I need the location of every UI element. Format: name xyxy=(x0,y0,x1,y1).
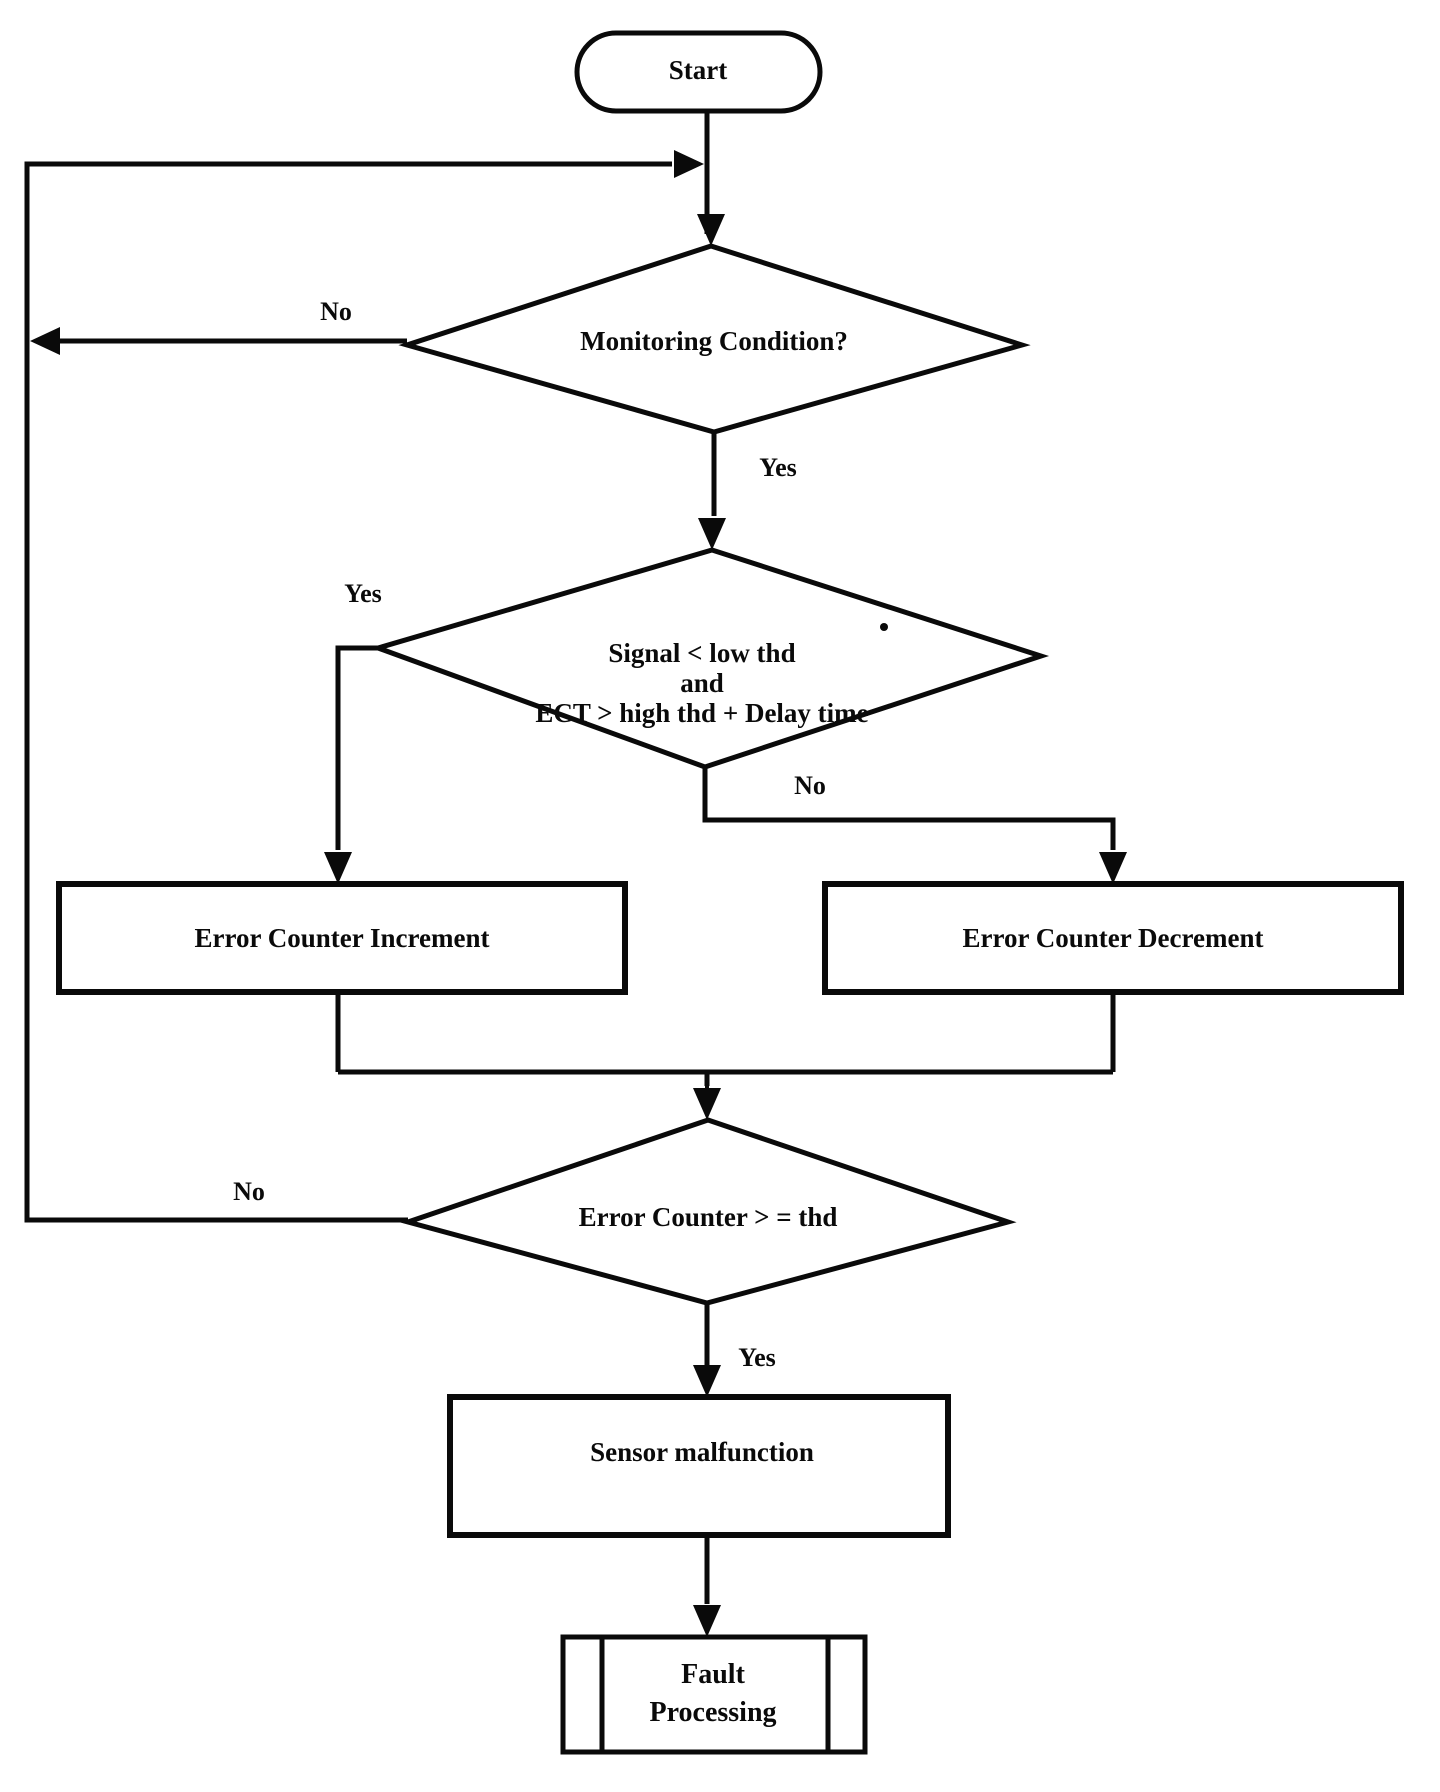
monitoring-label: Monitoring Condition? xyxy=(580,326,848,356)
scan-dot-artifact xyxy=(880,623,888,631)
edge-feedback-rail xyxy=(24,161,672,1223)
arrowhead-into-fault xyxy=(693,1605,721,1637)
process-malfunction xyxy=(447,1394,951,1538)
signal-label-line1: Signal < low thd xyxy=(608,638,796,668)
signal-no-label: No xyxy=(794,771,826,800)
signal-label-line3: ECT > high thd + Delay time xyxy=(535,698,869,728)
arrowhead-monitoring-no xyxy=(30,327,60,355)
arrowhead-into-decrement xyxy=(1099,852,1127,884)
arrowhead-into-counter xyxy=(693,1088,721,1120)
predefined-fault-processing xyxy=(560,1634,868,1755)
process-increment xyxy=(56,881,628,995)
edge-signal-no xyxy=(702,767,1116,850)
arrowhead-into-main-line xyxy=(674,150,704,178)
start-node xyxy=(574,30,823,114)
malfunction-label: Sensor malfunction xyxy=(590,1437,814,1467)
increment-label: Error Counter Increment xyxy=(194,923,490,953)
monitoring-yes-label: Yes xyxy=(759,453,797,482)
counter-no-label: No xyxy=(233,1177,265,1206)
predefined-fault-side-bars xyxy=(599,1637,831,1752)
fault-label-line2: Processing xyxy=(649,1697,777,1728)
start-label: Start xyxy=(668,55,728,85)
monitoring-no-label: No xyxy=(320,297,352,326)
edge-merge xyxy=(335,992,1116,1086)
arrowhead-into-malfunction xyxy=(693,1365,721,1397)
fault-label-line1: Fault xyxy=(681,1659,745,1690)
arrowhead-into-monitoring xyxy=(697,214,725,246)
signal-yes-label: Yes xyxy=(344,579,382,608)
edge-signal-yes xyxy=(335,645,378,850)
signal-label-line2: and xyxy=(680,668,724,698)
counter-yes-label: Yes xyxy=(738,1343,776,1372)
counter-check-label: Error Counter > = thd xyxy=(578,1202,838,1232)
fault-label: Fault Processing xyxy=(649,1656,776,1732)
arrowhead-into-signal xyxy=(698,518,726,550)
signal-label: Signal < low thd and ECT > high thd + De… xyxy=(535,638,868,728)
decrement-label: Error Counter Decrement xyxy=(962,923,1264,953)
arrowhead-into-increment xyxy=(324,852,352,884)
